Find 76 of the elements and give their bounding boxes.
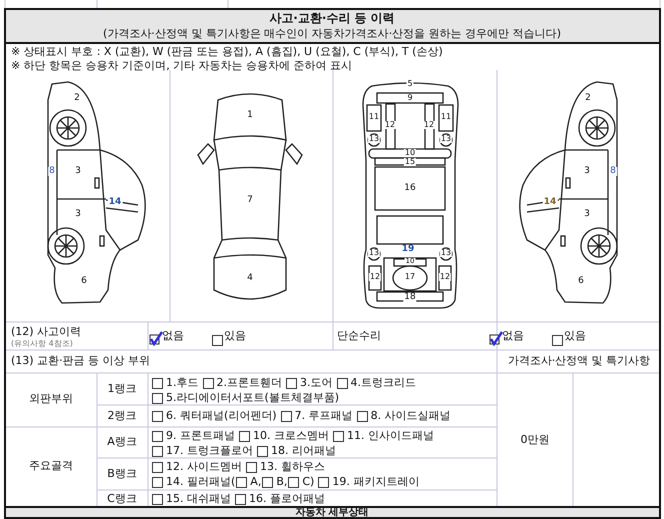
part-number: 14 — [108, 198, 122, 207]
item-label: 15. 대쉬패널 — [166, 493, 231, 506]
item-label: 17. 트렁크플로어 — [166, 445, 253, 458]
item-label: 16. 플로어패널 — [249, 493, 325, 506]
part-number: 13 — [440, 135, 452, 143]
rank-label: C랭크 — [107, 493, 137, 506]
part-number: 13 — [368, 249, 380, 257]
subtitle: (가격조사·산정액 및 특기사항은 매수인이 자동차가격조사·산정을 원하는 경우에만 적습니다) — [102, 28, 562, 41]
item-label: 7. 루프패널 — [294, 410, 353, 423]
part-number: 14 — [542, 198, 558, 207]
part-number: 18 — [403, 293, 417, 302]
option-label: 없음 — [502, 330, 524, 343]
option-label: 있음 — [564, 330, 586, 343]
part-number: 17 — [404, 273, 416, 281]
part-number: 12 — [438, 273, 452, 281]
item-label: 18. 리어패널 — [271, 445, 336, 458]
item-label: 2.프론트휀더 — [216, 377, 282, 390]
part-number: 1 — [246, 111, 254, 120]
part-number: 3 — [74, 167, 82, 176]
rank-label: 1랭크 — [108, 383, 136, 396]
note-text: ※ 하단 항목은 승용차 기준이며, 기타 자동차는 승용차에 준하여 표시 — [11, 60, 352, 73]
note-text: ※ 상태표시 부호 : X (교환), W (판금 또는 용접), A (흠집), U (요철), C (부식), T (손상) — [11, 46, 443, 59]
row-heading: (12) 사고이력 — [11, 326, 82, 339]
part-number: 16 — [403, 184, 417, 193]
part-number: 4 — [246, 274, 254, 283]
part-number: 11 — [368, 113, 380, 121]
item-label: 9. 프론트패널 — [166, 430, 235, 443]
part-number: 6 — [80, 277, 88, 286]
part-number: 12 — [368, 273, 382, 281]
item-label: 8. 사이드실패널 — [370, 410, 451, 423]
part-number: 7 — [246, 196, 254, 205]
part-number: 12 — [422, 121, 436, 129]
option-label: 있음 — [224, 330, 246, 343]
part-number: 9 — [406, 94, 414, 102]
item-label: B, — [276, 476, 288, 489]
rank-label: A랭크 — [107, 436, 137, 449]
option-label: 없음 — [162, 330, 184, 343]
part-number: 8 — [609, 167, 617, 176]
section-heading: (13) 교환·판금 등 이상 부위 — [11, 355, 150, 368]
part-number: 12 — [384, 121, 396, 129]
rank-label: 2랭크 — [108, 410, 136, 423]
rank-label: B랭크 — [107, 468, 137, 481]
item-label: 11. 인사이드패널 — [347, 430, 434, 443]
part-number: 10 — [404, 149, 416, 157]
item-label: 14. 필러패널( — [166, 476, 236, 489]
part-number: 19 — [400, 245, 416, 254]
part-number: 13 — [440, 249, 452, 257]
item-label: 4.트렁크리드 — [350, 377, 416, 390]
item-label: 13. 휠하우스 — [260, 461, 325, 474]
section-heading: 가격조사·산정액 및 특기사항 — [508, 355, 650, 368]
part-number: 5 — [406, 80, 414, 88]
amount-text: 0만원 — [520, 434, 550, 447]
part-number: 11 — [440, 113, 452, 121]
item-label: 1.후드 — [166, 377, 198, 390]
item-label: 3.도어 — [300, 377, 332, 390]
part-number: 6 — [577, 277, 585, 286]
category-heading: 외판부위 — [29, 393, 73, 406]
part-number: 3 — [583, 210, 591, 219]
item-label: 10. 크로스멤버 — [253, 430, 329, 443]
part-number: 15 — [404, 158, 416, 166]
form-title: 사고·교환·수리 등 이력 — [269, 12, 395, 26]
category-heading: 주요골격 — [29, 460, 73, 473]
part-number: 13 — [368, 135, 380, 143]
part-number: 3 — [74, 210, 82, 219]
item-label: A, — [250, 476, 262, 489]
item-label: C) — [302, 476, 314, 489]
item-label: 6. 쿼터패널(리어펜더) — [166, 410, 277, 423]
item-label: 19. 패키지트레이 — [332, 476, 420, 489]
part-number: 8 — [48, 167, 56, 176]
note-text: (유의사항 4참조) — [11, 339, 73, 348]
part-number: 3 — [583, 167, 591, 176]
row-heading: 단순수리 — [337, 330, 381, 343]
part-number: 2 — [73, 94, 81, 103]
item-label: 5.라디에이터서포트(볼트체결부품) — [166, 392, 340, 405]
part-number: 2 — [584, 94, 592, 103]
item-label: 12. 사이드멤버 — [166, 461, 242, 474]
